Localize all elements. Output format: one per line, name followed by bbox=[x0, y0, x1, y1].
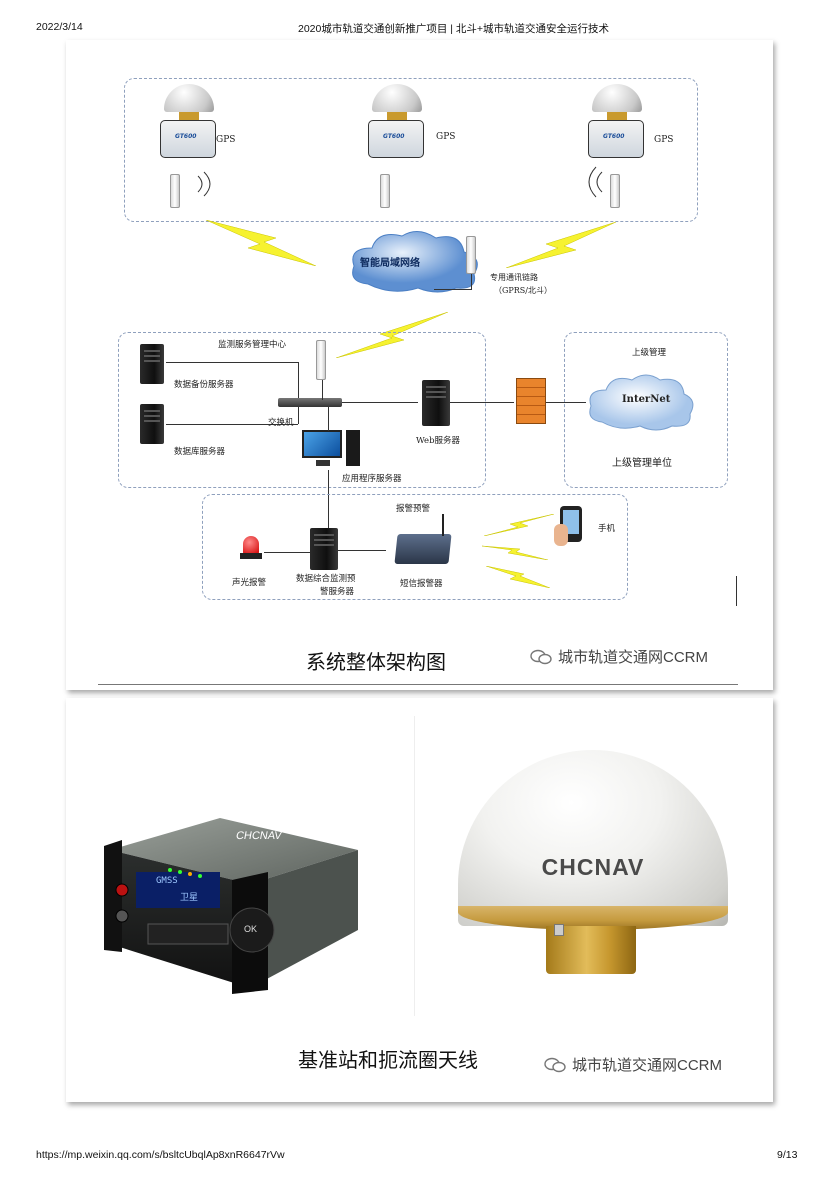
gps-receiver-icon: GT600 bbox=[368, 120, 424, 158]
firewall-icon bbox=[516, 378, 546, 424]
receiver-brand-logo: CHCNAV bbox=[234, 830, 283, 842]
monitoring-center-title: 监测服务管理中心 bbox=[218, 340, 287, 350]
antenna-base-icon bbox=[607, 112, 627, 120]
sms-alarm-device-icon bbox=[394, 534, 452, 564]
database-server-label: 数据库服务器 bbox=[174, 447, 226, 457]
network-switch-icon bbox=[278, 398, 342, 407]
switch-label: 交换机 bbox=[268, 418, 294, 428]
antenna-connector-icon bbox=[554, 924, 564, 936]
link-label-protocol: （GPRS/北斗） bbox=[494, 286, 552, 295]
gps-station-group bbox=[124, 78, 698, 222]
monitoring-center-group bbox=[118, 332, 486, 488]
upper-management-group bbox=[564, 332, 728, 488]
ok-button-label: OK bbox=[244, 924, 258, 934]
radio-antenna-icon bbox=[610, 174, 620, 208]
internet-cloud-icon bbox=[589, 374, 694, 431]
backup-server-icon bbox=[140, 344, 164, 384]
page-number: 9/13 bbox=[777, 1149, 798, 1161]
sms-antenna-icon bbox=[442, 514, 444, 536]
print-title: 2020城市轨道交通创新推广项目 | 北斗+城市轨道交通安全运行技术 bbox=[298, 23, 610, 35]
monitor-server-label-2: 警服务器 bbox=[320, 587, 355, 597]
radio-antenna-icon bbox=[170, 174, 180, 208]
choke-ring-antenna: CHCNAV bbox=[458, 750, 728, 980]
figure2-caption: 基准站和扼流圈天线 bbox=[298, 1048, 478, 1072]
wireless-signal-icon bbox=[588, 166, 603, 198]
reference-station-receiver: CHCNAV GMSS 卫星 OK bbox=[100, 810, 360, 1000]
monitor-server-icon bbox=[310, 528, 338, 570]
wireless-link-bolt-icon bbox=[486, 566, 550, 588]
upper-management-title: 上级管理 bbox=[632, 348, 667, 358]
wechat-icon bbox=[530, 649, 552, 664]
radio-antenna-icon bbox=[380, 174, 390, 208]
receiver-screen-line1: GMSS bbox=[156, 876, 178, 886]
mobile-phone-icon bbox=[554, 506, 590, 546]
gps-receiver-icon: GT600 bbox=[588, 120, 644, 158]
alarm-title: 报警预警 bbox=[396, 504, 431, 514]
lan-label: 智能局域网络 bbox=[360, 258, 420, 269]
article-url[interactable]: https://mp.weixin.qq.com/s/bsltcUbqlAp8x… bbox=[36, 1149, 285, 1161]
lan-cloud-icon bbox=[352, 231, 478, 293]
alarm-light-icon bbox=[240, 536, 262, 560]
app-server-label: 应用程序服务器 bbox=[342, 474, 402, 484]
wireless-link-bolt-icon bbox=[484, 514, 554, 536]
watermark: 城市轨道交通网CCRM bbox=[530, 646, 708, 667]
gps-label: GPS bbox=[436, 132, 456, 142]
antenna-brand-logo: CHCNAV bbox=[541, 854, 645, 880]
gps-receiver-icon: GT600 bbox=[160, 120, 216, 158]
sound-light-label: 声光报警 bbox=[232, 578, 267, 588]
wireless-link-bolt-icon bbox=[506, 222, 616, 268]
radio-antenna-icon bbox=[316, 340, 326, 380]
upper-unit-label: 上级管理单位 bbox=[612, 458, 672, 469]
wechat-icon bbox=[544, 1057, 566, 1072]
architecture-figure: GT600 GPS GT600 GPS GT600 GPS 智能局域网络 专用通… bbox=[66, 40, 773, 690]
antenna-base-icon bbox=[387, 112, 407, 120]
database-server-icon bbox=[140, 404, 164, 444]
watermark: 城市轨道交通网CCRM bbox=[544, 1054, 722, 1075]
sms-alarm-label: 短信报警器 bbox=[400, 579, 443, 589]
equipment-photo-figure: CHCNAV GMSS 卫星 OK CHCNAV 基准站和扼流圈天线 城市轨道交… bbox=[66, 698, 773, 1102]
app-server-computer-icon bbox=[302, 430, 362, 468]
web-server-label: Web服务器 bbox=[416, 436, 461, 446]
monitor-server-label: 数据综合监测预 bbox=[296, 574, 356, 584]
figure1-caption: 系统整体架构图 bbox=[306, 650, 446, 674]
wireless-link-bolt-icon bbox=[206, 220, 316, 266]
receiver-screen-line2: 卫星 bbox=[180, 893, 199, 903]
link-label: 专用通讯链路 bbox=[490, 273, 538, 282]
gps-label: GPS bbox=[216, 135, 236, 145]
gps-label: GPS bbox=[654, 135, 674, 145]
alarm-group bbox=[202, 494, 628, 600]
phone-label: 手机 bbox=[598, 524, 616, 534]
web-server-icon bbox=[422, 380, 450, 426]
print-date: 2022/3/14 bbox=[36, 21, 83, 33]
internet-label: InterNet bbox=[622, 394, 671, 405]
wireless-link-bolt-icon bbox=[336, 312, 448, 358]
wireless-link-bolt-icon bbox=[482, 545, 548, 560]
radio-antenna-icon bbox=[466, 236, 476, 274]
backup-server-label: 数据备份服务器 bbox=[174, 380, 234, 390]
antenna-base-icon bbox=[179, 112, 199, 120]
wireless-signal-icon bbox=[197, 171, 211, 197]
